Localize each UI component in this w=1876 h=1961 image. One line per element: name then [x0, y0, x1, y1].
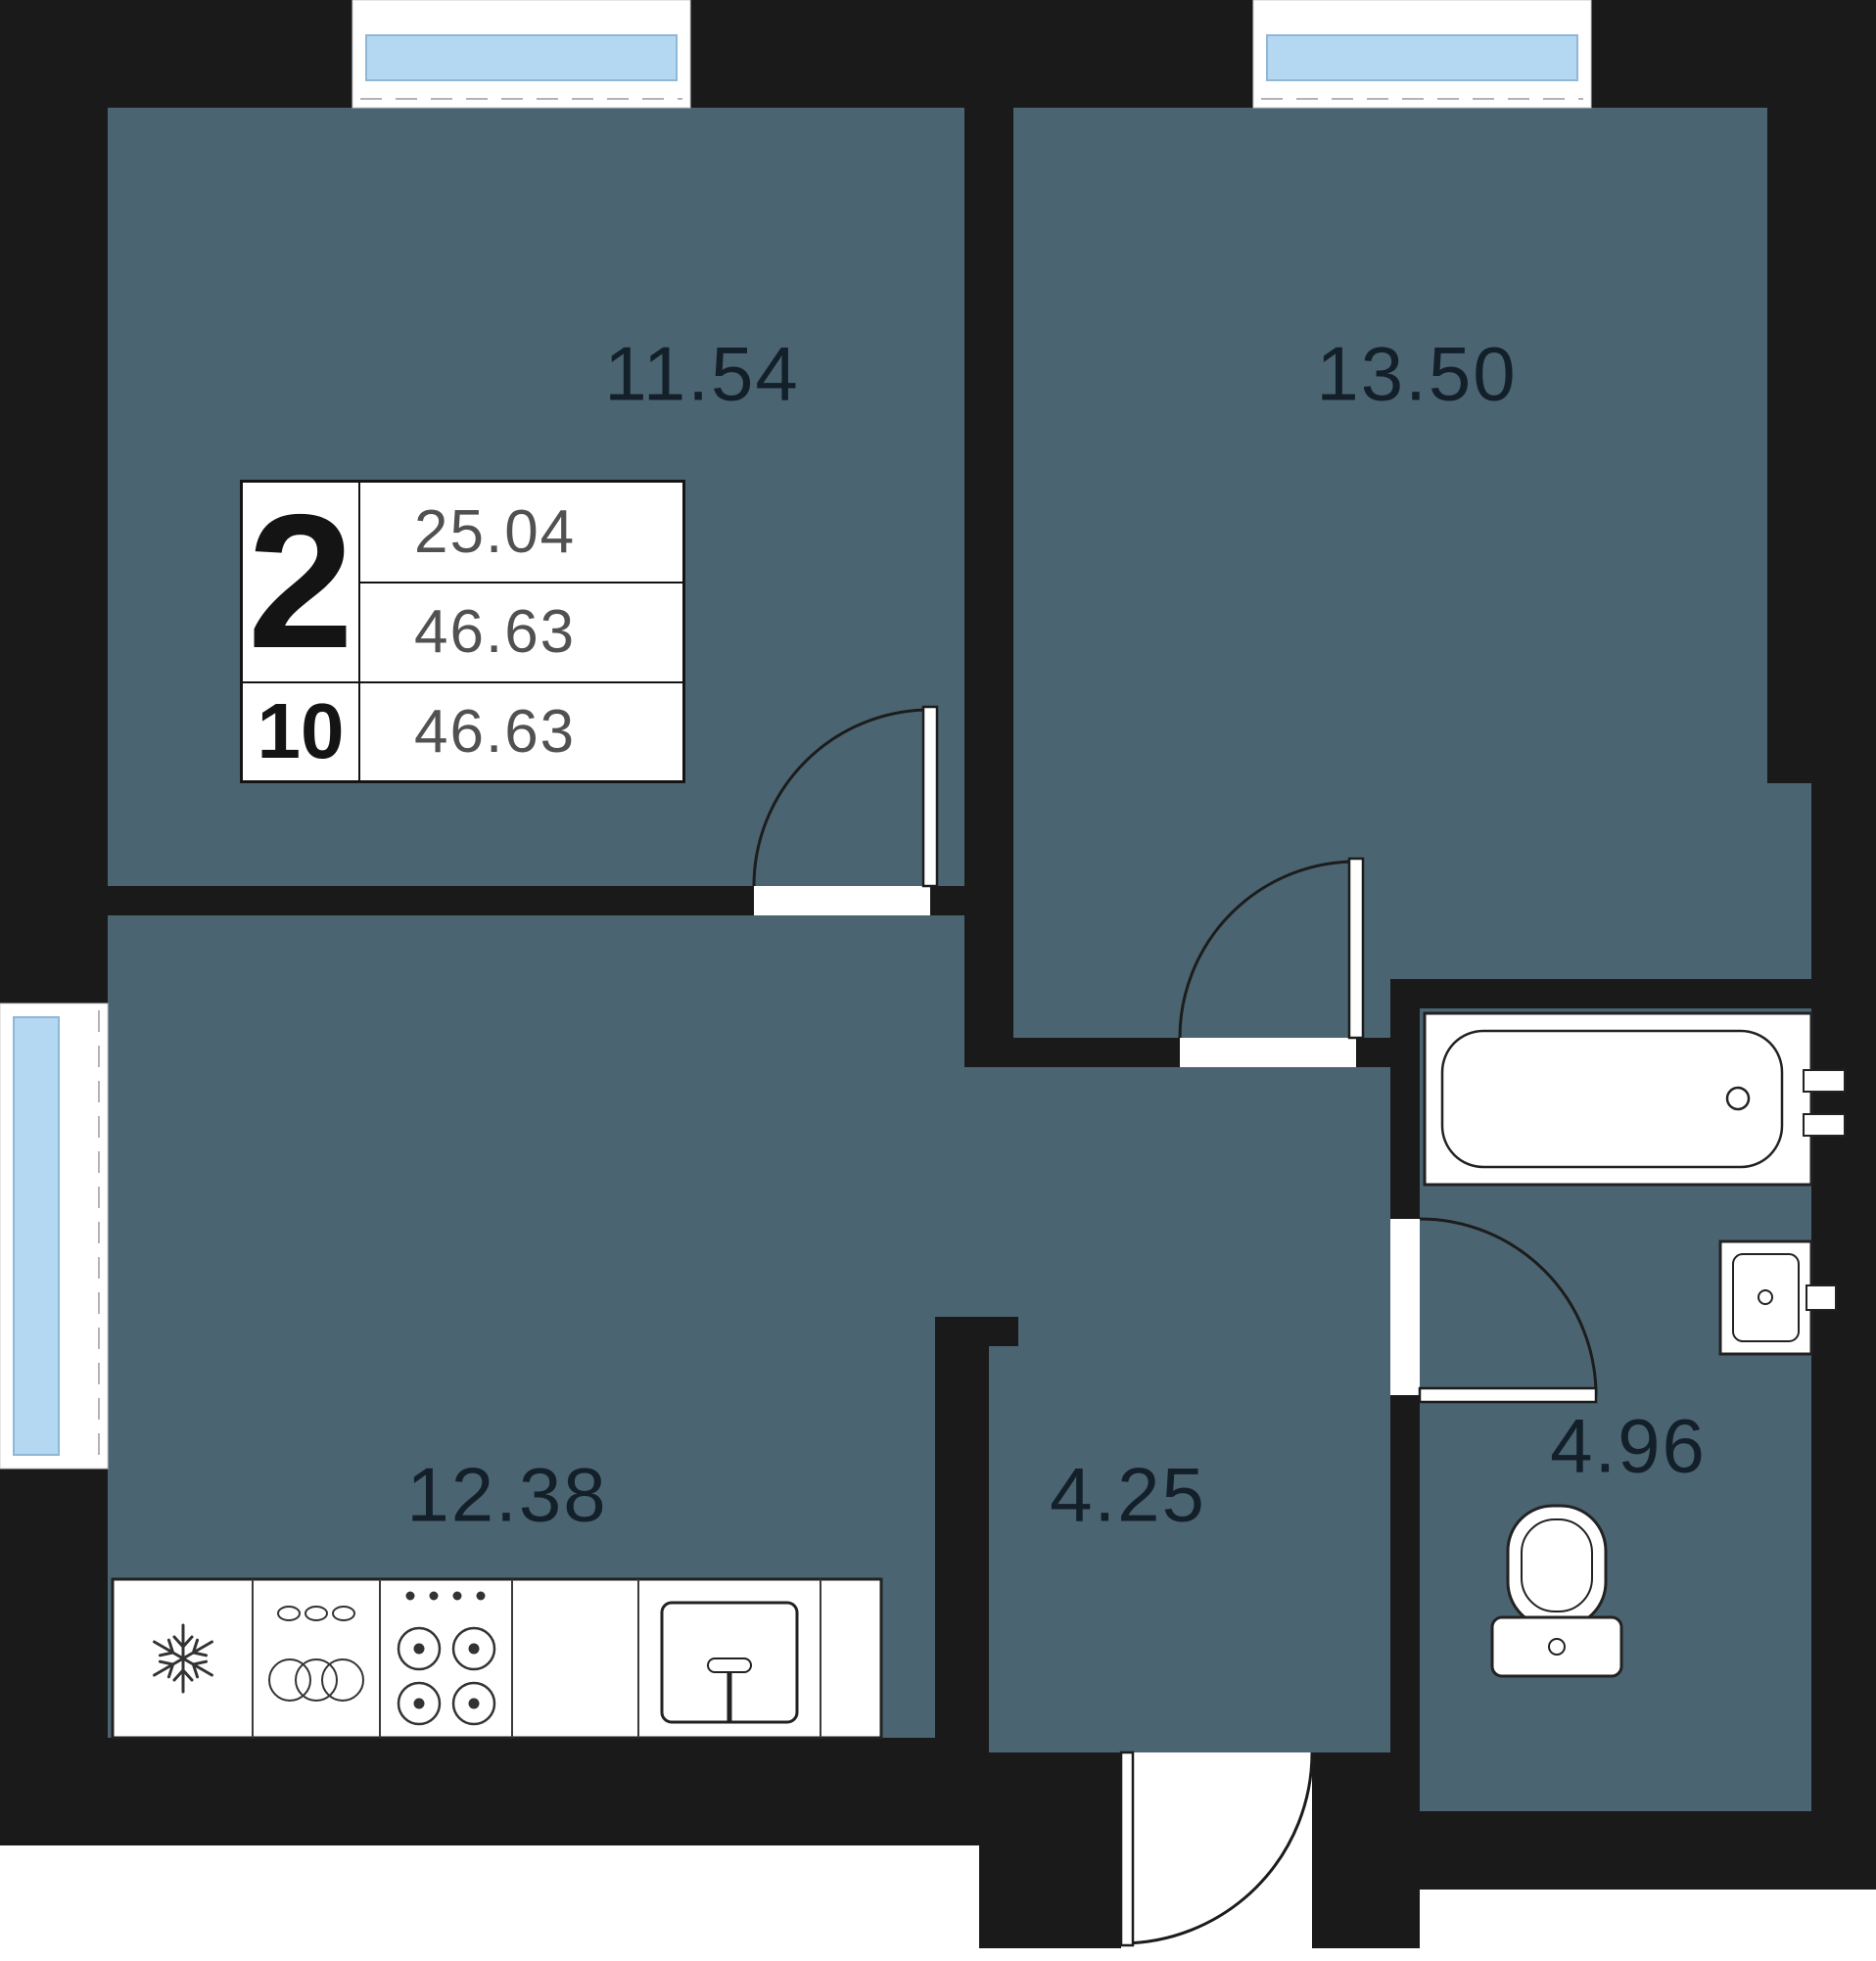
floor-number: 10 — [243, 680, 358, 780]
snowflake-spoke — [153, 1638, 213, 1679]
counter-outline — [111, 1577, 883, 1740]
wall-segment — [964, 0, 1013, 1067]
stove-burner — [397, 1626, 442, 1671]
living-area-value: 25.04 — [358, 483, 682, 583]
room-area-label-kitchen: 12.38 — [406, 1451, 608, 1538]
washer-knob — [277, 1606, 301, 1621]
toilet-tank — [1490, 1615, 1623, 1678]
wall-segment — [0, 1738, 989, 1845]
wall-segment — [1312, 1752, 1420, 1948]
bathtub — [1423, 1011, 1846, 1187]
window-top-left — [352, 0, 691, 109]
bathtub-outline — [1423, 1011, 1813, 1187]
door-leaf — [1418, 1386, 1598, 1404]
door-arc — [1120, 1751, 1314, 1945]
stove-knob — [405, 1591, 415, 1601]
wall-segment — [935, 1317, 1018, 1346]
bathtub-drain — [1725, 1086, 1751, 1111]
total-area-value: 46.63 — [358, 680, 682, 780]
washer-drum — [295, 1658, 338, 1702]
washer-knob — [332, 1606, 355, 1621]
window-glass — [365, 34, 678, 81]
door-opening — [1180, 1038, 1356, 1067]
door-opening — [1390, 1219, 1420, 1395]
toilet — [1490, 1504, 1623, 1678]
door-leaf — [921, 705, 939, 888]
washing-machine — [268, 1606, 364, 1702]
stove — [397, 1591, 496, 1726]
stove-burner-center — [468, 1698, 480, 1709]
room-area-label-living: 13.50 — [1316, 330, 1518, 417]
stove-burner-center — [468, 1643, 480, 1655]
kitchen-sink-faucet-handle — [707, 1658, 752, 1673]
wall-segment — [0, 0, 1876, 108]
stove-knob — [429, 1591, 439, 1601]
room-area-label-bedroom: 11.54 — [604, 330, 800, 417]
rooms-count: 2 — [247, 474, 354, 688]
wall-segment — [935, 1317, 989, 1841]
door-swing-bedroom — [752, 705, 939, 888]
sink-basin — [1732, 1253, 1800, 1342]
window-glass — [13, 1016, 60, 1456]
stove-knob — [452, 1591, 462, 1601]
bathtub-basin — [1440, 1029, 1784, 1169]
door-swing-entry — [1119, 1751, 1314, 1947]
door-arc — [752, 708, 931, 887]
bathroom-sink — [1718, 1239, 1837, 1356]
washer-knob — [305, 1606, 328, 1621]
door-opening — [1121, 1752, 1312, 1841]
wall-segment — [979, 1841, 1121, 1948]
window-top-right — [1252, 0, 1592, 109]
kitchen-counter — [111, 1577, 883, 1740]
wall-segment — [1390, 1811, 1876, 1890]
room-area-label-bathroom: 4.96 — [1550, 1402, 1707, 1489]
door-swing-bathroom — [1418, 1217, 1598, 1404]
snowflake-icon — [153, 1623, 213, 1694]
wall-segment — [1390, 979, 1811, 1008]
toilet-bowl-inner — [1521, 1518, 1593, 1612]
kitchen-sink — [660, 1601, 799, 1724]
washer-drum — [321, 1658, 364, 1702]
door-opening — [754, 886, 930, 915]
bathtub-faucet — [1803, 1113, 1846, 1137]
stove-burner-center — [413, 1698, 425, 1709]
door-arc — [1178, 860, 1357, 1039]
wall-segment — [0, 0, 108, 1845]
stove-burner — [397, 1681, 442, 1726]
door-leaf — [1119, 1751, 1135, 1947]
sink-outline — [1718, 1239, 1813, 1356]
wall-segment — [1767, 0, 1876, 783]
door-openings — [754, 886, 1420, 1841]
stove-knob — [476, 1591, 486, 1601]
apartment-area-value: 46.63 — [358, 582, 682, 681]
apartment-info-card: 2 25.04 46.63 10 46.63 — [240, 480, 685, 783]
refrigerator — [153, 1623, 213, 1694]
stove-burner-center — [413, 1643, 425, 1655]
sink-tap — [1806, 1284, 1837, 1311]
bathtub-faucet — [1803, 1069, 1846, 1093]
stove-burner — [451, 1681, 496, 1726]
room-floor-living — [1008, 98, 1772, 1067]
door-leaf — [1347, 857, 1365, 1040]
floor-areas — [98, 98, 1816, 1841]
wall-segment — [1811, 773, 1876, 1890]
window-left — [0, 1003, 109, 1470]
sink-drain — [1758, 1289, 1773, 1305]
room-floor-living-ext — [1762, 773, 1816, 1013]
stove-burner — [451, 1626, 496, 1671]
washer-drum — [268, 1658, 311, 1702]
room-floor-hallway — [964, 1038, 1390, 1841]
door-swing-living — [1178, 857, 1365, 1040]
room-area-label-hallway: 4.25 — [1050, 1451, 1206, 1538]
window-glass — [1266, 34, 1578, 81]
toilet-button — [1548, 1638, 1566, 1656]
door-arc — [1419, 1217, 1598, 1396]
